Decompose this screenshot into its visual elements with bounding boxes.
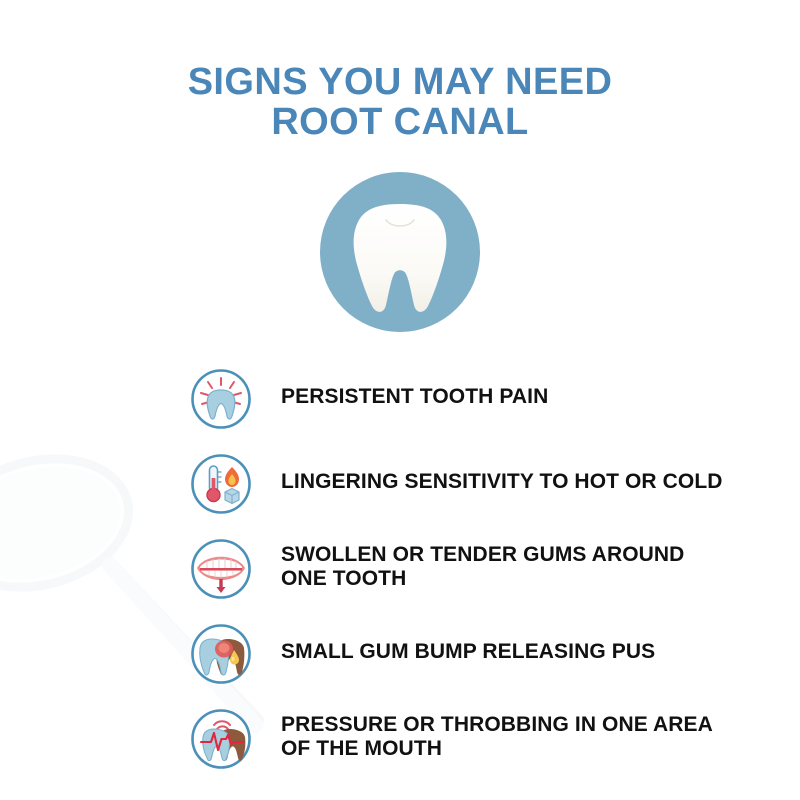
- title-line-2: ROOT CANAL: [271, 101, 529, 143]
- hero-tooth-circle: [320, 172, 480, 332]
- list-item-label: PRESSURE OR THROBBING IN ONE AREA OF THE…: [281, 713, 713, 760]
- list-item: PRESSURE OR THROBBING IN ONE AREA OF THE…: [0, 706, 800, 791]
- list-item: LINGERING SENSITIVITY TO HOT OR COLD: [0, 451, 800, 536]
- title-line-1: SIGNS YOU MAY NEED: [187, 61, 613, 103]
- swollen-gums-mouth-icon: [190, 538, 252, 600]
- throbbing-pulse-tooth-icon: [190, 708, 252, 770]
- list-item: PERSISTENT TOOTH PAIN: [0, 366, 800, 451]
- signs-list: PERSISTENT TOOTH PAIN: [0, 366, 800, 791]
- list-item: SWOLLEN OR TENDER GUMS AROUND ONE TOOTH: [0, 536, 800, 621]
- list-item-label: SWOLLEN OR TENDER GUMS AROUND ONE TOOTH: [281, 543, 685, 590]
- list-item-label: LINGERING SENSITIVITY TO HOT OR COLD: [281, 470, 723, 493]
- tooth-pain-icon: [190, 368, 252, 430]
- list-item-label: PERSISTENT TOOTH PAIN: [281, 385, 549, 408]
- gum-abscess-pus-icon: [190, 623, 252, 685]
- thermometer-hot-cold-icon: [190, 453, 252, 515]
- tooth-icon: [353, 204, 447, 312]
- list-item-label: SMALL GUM BUMP RELEASING PUS: [281, 640, 656, 663]
- page-title: SIGNS YOU MAY NEED ROOT CANAL: [0, 62, 800, 142]
- list-item: SMALL GUM BUMP RELEASING PUS: [0, 621, 800, 706]
